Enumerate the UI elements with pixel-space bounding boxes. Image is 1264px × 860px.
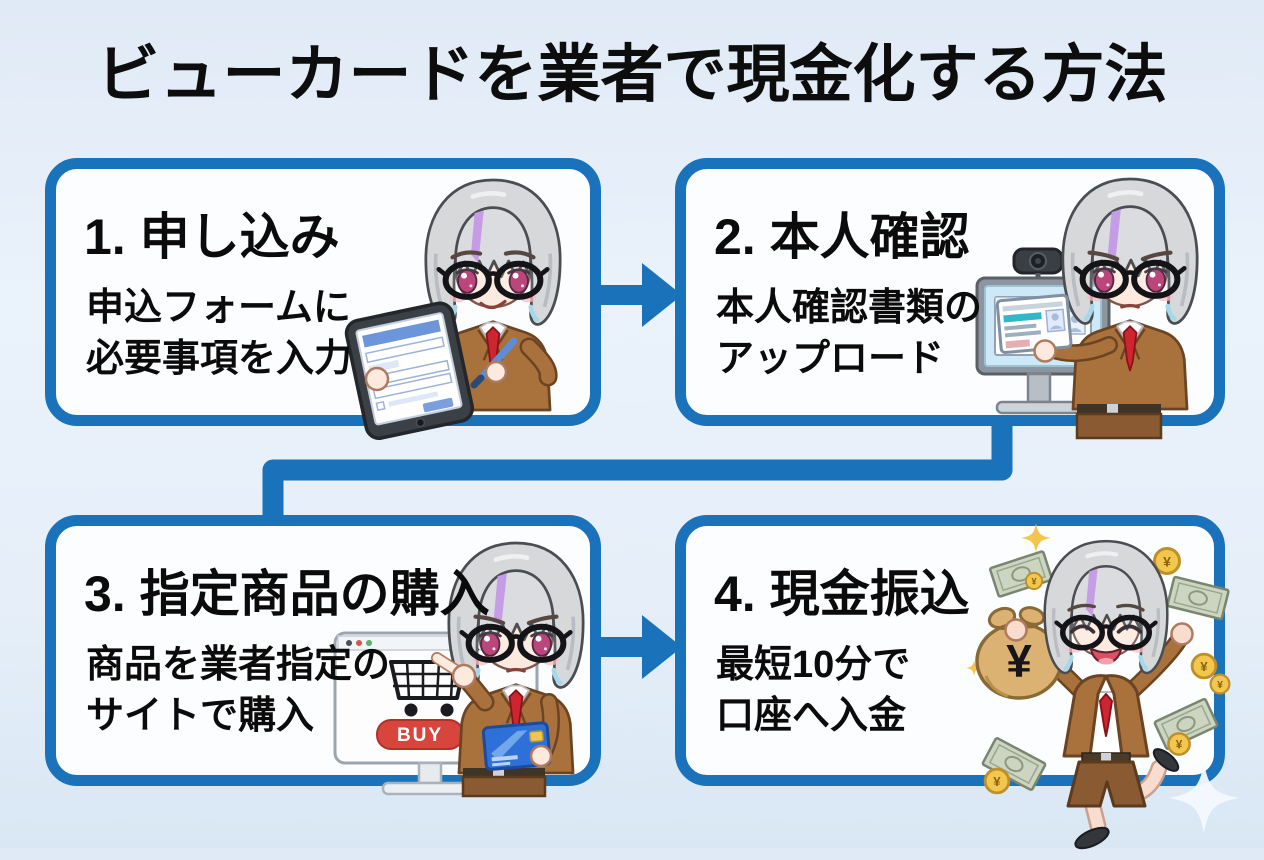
connector-line bbox=[262, 400, 1013, 542]
sparkle-icon bbox=[1021, 523, 1051, 553]
webcam-icon bbox=[1012, 247, 1064, 279]
step-4-description: 最短10分で 口座へ入金 bbox=[716, 640, 910, 742]
illustration-step1-girl-with-tablet bbox=[344, 169, 598, 440]
shorts bbox=[1066, 760, 1147, 808]
pants bbox=[1075, 412, 1163, 440]
fist bbox=[1004, 618, 1028, 642]
step-card-1: 1. 申し込み 申込フォームに 必要事項を入力 bbox=[45, 158, 601, 440]
shoe bbox=[1152, 748, 1180, 772]
illustration-step4-girl-with-money: ¥ bbox=[966, 523, 1231, 850]
coin-icon bbox=[983, 767, 1011, 795]
chibi-character bbox=[1045, 541, 1168, 673]
step-2-description: 本人確認書類の アップロード bbox=[716, 283, 982, 385]
id-card-icon bbox=[995, 293, 1073, 354]
chibi-character bbox=[1063, 179, 1197, 411]
step-2-description-line1: 本人確認書類の bbox=[716, 287, 983, 329]
coin-icon bbox=[1024, 571, 1044, 591]
illustration-step3-girl-shopping-site: BUY bbox=[333, 534, 590, 798]
coin-icon bbox=[1209, 673, 1231, 695]
hand bbox=[529, 744, 553, 768]
step-4-description-line2: 口座へ入金 bbox=[716, 694, 907, 737]
shoe bbox=[1074, 826, 1110, 850]
hand bbox=[1033, 339, 1057, 363]
step-3-description: 商品を業者指定の サイトで購入 bbox=[86, 640, 390, 742]
arrow-right-icon bbox=[594, 263, 682, 327]
step-3-description-line1: 商品を業者指定の bbox=[86, 644, 391, 686]
step-1-heading: 1. 申し込み bbox=[84, 209, 340, 265]
tablet-form-icon bbox=[344, 301, 475, 440]
arrow-right-icon bbox=[594, 615, 682, 679]
belt-buckle bbox=[493, 768, 504, 777]
step-4-heading: 4. 現金振込 bbox=[714, 566, 970, 622]
hand bbox=[484, 360, 508, 384]
step-3-description-line2: サイトで購入 bbox=[86, 694, 315, 737]
coin-icon bbox=[1190, 652, 1218, 680]
pointing-hand bbox=[451, 663, 477, 689]
belt-buckle bbox=[1101, 753, 1111, 762]
banknote-icon bbox=[1165, 575, 1231, 621]
banknote-icon bbox=[988, 549, 1054, 599]
step-4-description-line1: 最短10分で bbox=[716, 644, 911, 686]
step-card-3: 3. 指定商品の購入 商品を業者指定の サイトで購入 BUY bbox=[45, 515, 601, 798]
fist bbox=[1170, 622, 1194, 646]
step-1-description-line2: 必要事項を入力 bbox=[86, 337, 353, 380]
coin-icon bbox=[1167, 732, 1191, 756]
belt-buckle bbox=[1107, 404, 1118, 414]
belt bbox=[1077, 404, 1161, 414]
pants bbox=[461, 775, 547, 798]
step-2-description-line2: アップロード bbox=[716, 337, 945, 380]
step-3-heading: 3. 指定商品の購入 bbox=[84, 566, 490, 622]
illustration-step2-girl-with-id-card bbox=[975, 173, 1222, 440]
sparkle-icon bbox=[1169, 763, 1239, 833]
page-title: ビューカードを業者で現金化する方法 bbox=[96, 40, 1168, 110]
buy-button-label: BUY bbox=[397, 725, 443, 746]
necktie bbox=[1099, 693, 1113, 737]
step-2-heading: 2. 本人確認 bbox=[714, 209, 970, 265]
step-1-description-line1: 申込フォームに bbox=[86, 287, 351, 329]
step-card-2: 2. 本人確認 本人確認書類の アップロード bbox=[675, 158, 1225, 440]
step-1-description: 申込フォームに 必要事項を入力 bbox=[86, 283, 352, 385]
hand bbox=[364, 366, 390, 392]
step-card-4: 4. 現金振込 最短10分で 口座へ入金 ¥ bbox=[675, 515, 1231, 850]
money-bag-yen-label: ¥ bbox=[1006, 635, 1032, 687]
